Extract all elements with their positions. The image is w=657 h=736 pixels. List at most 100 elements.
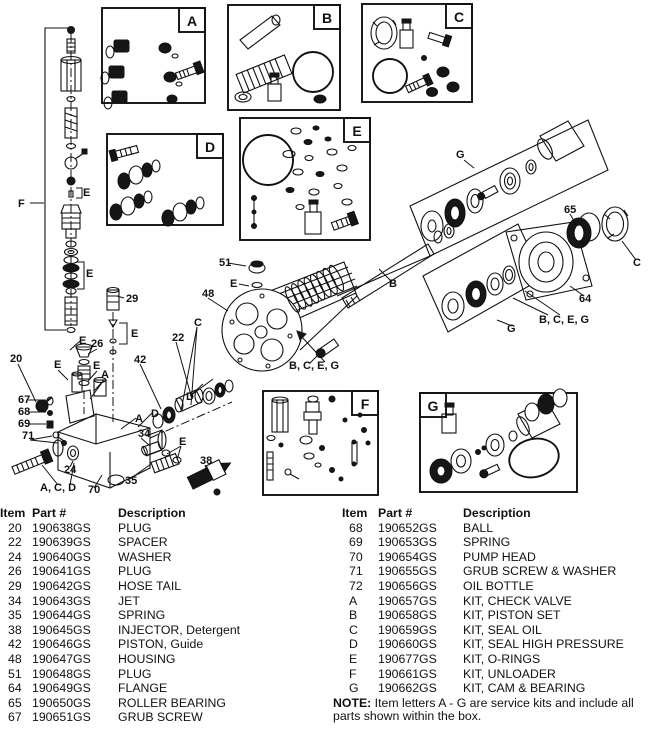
- callout-c1: C: [194, 317, 202, 329]
- callout-70: 70: [88, 484, 100, 496]
- part-cell: 190662GS: [378, 681, 437, 696]
- desc-cell: KIT, UNLOADER: [463, 666, 556, 681]
- desc-cell: KIT, SEAL OIL: [463, 622, 542, 637]
- seal-high-pressure-parts: [108, 144, 205, 227]
- desc-cell: BALL: [463, 520, 494, 535]
- note-text: Item letters A - G are service kits and …: [333, 695, 634, 724]
- kit-box-b: B: [227, 4, 341, 111]
- item-cell: 64: [8, 681, 22, 696]
- part-cell: 190656GS: [378, 578, 437, 593]
- callout-64: 64: [579, 293, 592, 305]
- piston-guide-assembly: [152, 379, 234, 429]
- part-cell: 190651GS: [32, 710, 91, 725]
- table-row: 68 190652GS BALL: [333, 521, 657, 536]
- desc-cell: PLUG: [118, 564, 152, 579]
- kit-box-d: D: [106, 133, 224, 227]
- callout-34: 34: [138, 428, 151, 440]
- part-cell: 190644GS: [32, 608, 91, 623]
- callout-67: 67: [18, 394, 30, 406]
- item-cell: 51: [8, 666, 22, 681]
- part-cell: 190650GS: [32, 695, 91, 710]
- cam-bearing-kit-parts: [429, 388, 568, 484]
- kit-box-a-letter: A: [187, 13, 197, 29]
- desc-cell: INJECTOR, Detergent: [118, 622, 241, 637]
- col-header-item: Item: [0, 506, 26, 520]
- part-cell: 190641GS: [32, 564, 91, 579]
- part-cell: 190648GS: [32, 666, 91, 681]
- item-cell: 69: [349, 535, 363, 550]
- part-cell: 190645GS: [32, 622, 91, 637]
- part-cell: 190638GS: [32, 520, 91, 535]
- desc-cell: JET: [118, 593, 140, 608]
- pump-head-manifold: [11, 343, 167, 489]
- kit-box-b-letter: B: [322, 10, 332, 26]
- callout-bceg2: B, C, E, G: [539, 314, 589, 326]
- plug-26-funnel: [75, 343, 93, 387]
- callout-48: 48: [202, 288, 214, 300]
- cam-bearing-upper-group: [336, 119, 609, 297]
- part-cell: 190660GS: [378, 637, 437, 652]
- desc-cell: KIT, O-RINGS: [463, 651, 541, 666]
- flange-bearing-assembly: [505, 206, 629, 301]
- col-header-description: Description: [463, 506, 531, 520]
- desc-cell: GRUB SCREW & WASHER: [463, 564, 617, 579]
- part-cell: 190655GS: [378, 564, 437, 579]
- callout-42: 42: [134, 354, 146, 366]
- exploded-parts-diagram: A B C: [10, 3, 641, 496]
- washer-24: [66, 445, 80, 461]
- item-cell: G: [349, 681, 359, 696]
- kit-box-f: F: [262, 390, 379, 496]
- callout-e8: E: [230, 278, 237, 290]
- kit-box-c-letter: C: [454, 9, 464, 25]
- table-row: 35 190644GS SPRING: [0, 608, 333, 623]
- item-cell: 65: [8, 695, 22, 710]
- desc-cell: KIT, CAM & BEARING: [463, 681, 586, 696]
- item-cell: A: [349, 593, 358, 608]
- desc-cell: SPACER: [118, 535, 168, 550]
- desc-cell: SPRING: [118, 608, 166, 623]
- desc-cell: PISTON, Guide: [118, 637, 204, 652]
- item-cell: 22: [8, 535, 22, 550]
- part-cell: 190653GS: [378, 535, 437, 550]
- table-row: C 190659GS KIT, SEAL OIL: [333, 623, 657, 638]
- part-cell: 190659GS: [378, 622, 437, 637]
- part-cell: 190652GS: [378, 520, 437, 535]
- kit-box-a: A: [100, 7, 206, 110]
- callout-a1: A: [101, 369, 109, 381]
- plug-51: [248, 260, 266, 274]
- desc-cell: SPRING: [463, 535, 511, 550]
- col-header-part: Part #: [32, 506, 67, 520]
- item-cell: 72: [349, 578, 363, 593]
- desc-cell: WASHER: [118, 549, 172, 564]
- piston-spring-shaft: [284, 223, 455, 313]
- item-cell: C: [349, 622, 358, 637]
- check-valve-parts: [100, 39, 205, 110]
- callout-69: 69: [18, 418, 30, 430]
- callout-20: 20: [10, 353, 22, 365]
- seal-oil-parts: [370, 16, 460, 97]
- callout-e7: E: [179, 436, 186, 448]
- item-cell: 24: [8, 549, 22, 564]
- leader-lines: [17, 159, 637, 489]
- item-cell: 29: [8, 578, 22, 593]
- kit-box-e: E: [239, 117, 371, 241]
- kit-box-g: G: [419, 388, 578, 493]
- item-cell: 35: [8, 608, 22, 623]
- callout-c2: C: [633, 257, 641, 269]
- table-row: G 190662GS KIT, CAM & BEARING: [333, 681, 657, 696]
- part-cell: 190654GS: [378, 549, 437, 564]
- part-cell: 190677GS: [378, 651, 437, 666]
- item-cell: 68: [349, 520, 363, 535]
- bolt-a-c-d: [11, 448, 54, 475]
